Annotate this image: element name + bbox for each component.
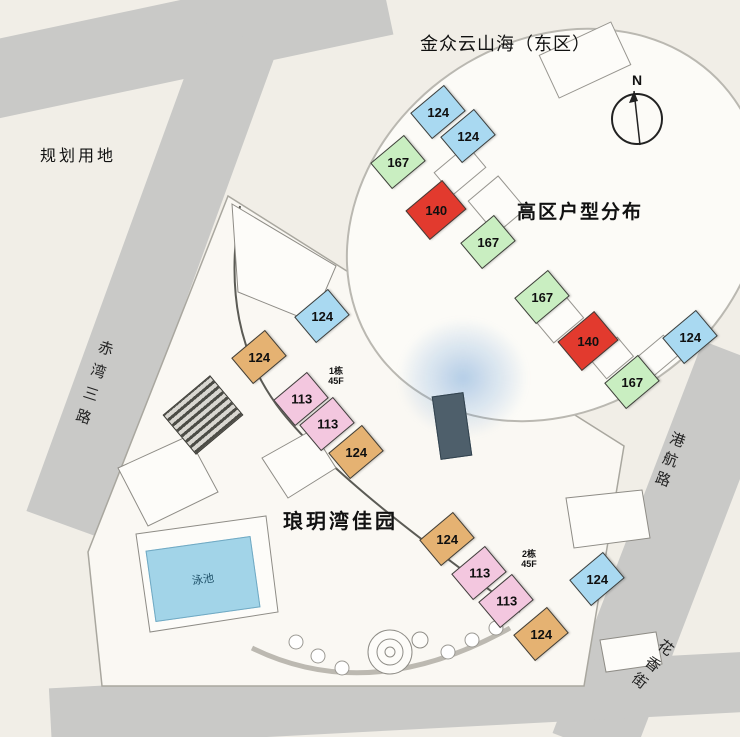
unit-area-label: 124 <box>427 104 449 120</box>
unit-area-label: 167 <box>387 154 409 170</box>
planned-land-label: 规划用地 <box>40 148 117 165</box>
unit-area-label: 140 <box>425 202 447 218</box>
tower-label-2: 2栋 45F <box>513 549 545 569</box>
building-footprint <box>117 435 219 527</box>
tower-floors: 45F <box>521 559 537 569</box>
compass-rose-icon <box>611 90 663 146</box>
unit-area-label: 167 <box>531 289 553 305</box>
unit-area-label: 167 <box>621 374 643 390</box>
unit-area-label: 124 <box>457 128 479 144</box>
unit-area-label: 124 <box>530 626 552 642</box>
unit-area-label: 124 <box>586 571 608 587</box>
tower-name: 1栋 <box>328 366 343 376</box>
site-name-label: 琅玥湾佳园 <box>283 511 398 533</box>
unit-area-label: 124 <box>436 531 458 547</box>
unit-area-label: 113 <box>290 391 312 407</box>
trees <box>288 620 504 676</box>
inset-title: 高区户型分布 <box>517 202 644 223</box>
unit-area-label: 167 <box>477 234 499 250</box>
compass: N <box>605 72 669 147</box>
unit-area-label: 140 <box>577 333 599 349</box>
page-title: 金众云山海（东区） <box>420 34 591 54</box>
unit-area-label: 113 <box>495 593 517 609</box>
unit-area-label: 124 <box>311 308 333 324</box>
compass-n-label: N <box>631 72 643 88</box>
pool: 泳池 <box>145 535 261 623</box>
unit-area-label: 113 <box>468 565 490 581</box>
pool-label: 泳池 <box>191 572 215 588</box>
spiral-garden-feature <box>367 629 429 675</box>
building-footprint <box>565 489 651 549</box>
unit-area-label: 124 <box>679 329 701 345</box>
unit-area-label: 124 <box>248 349 270 365</box>
tower-floors: 45F <box>328 376 344 386</box>
unit-area-label: 124 <box>345 444 367 460</box>
tower-label-1: 1栋 45F <box>320 366 352 386</box>
tower-name: 2栋 <box>521 549 536 559</box>
unit-area-label: 113 <box>316 416 338 432</box>
building-footprint <box>599 631 663 673</box>
